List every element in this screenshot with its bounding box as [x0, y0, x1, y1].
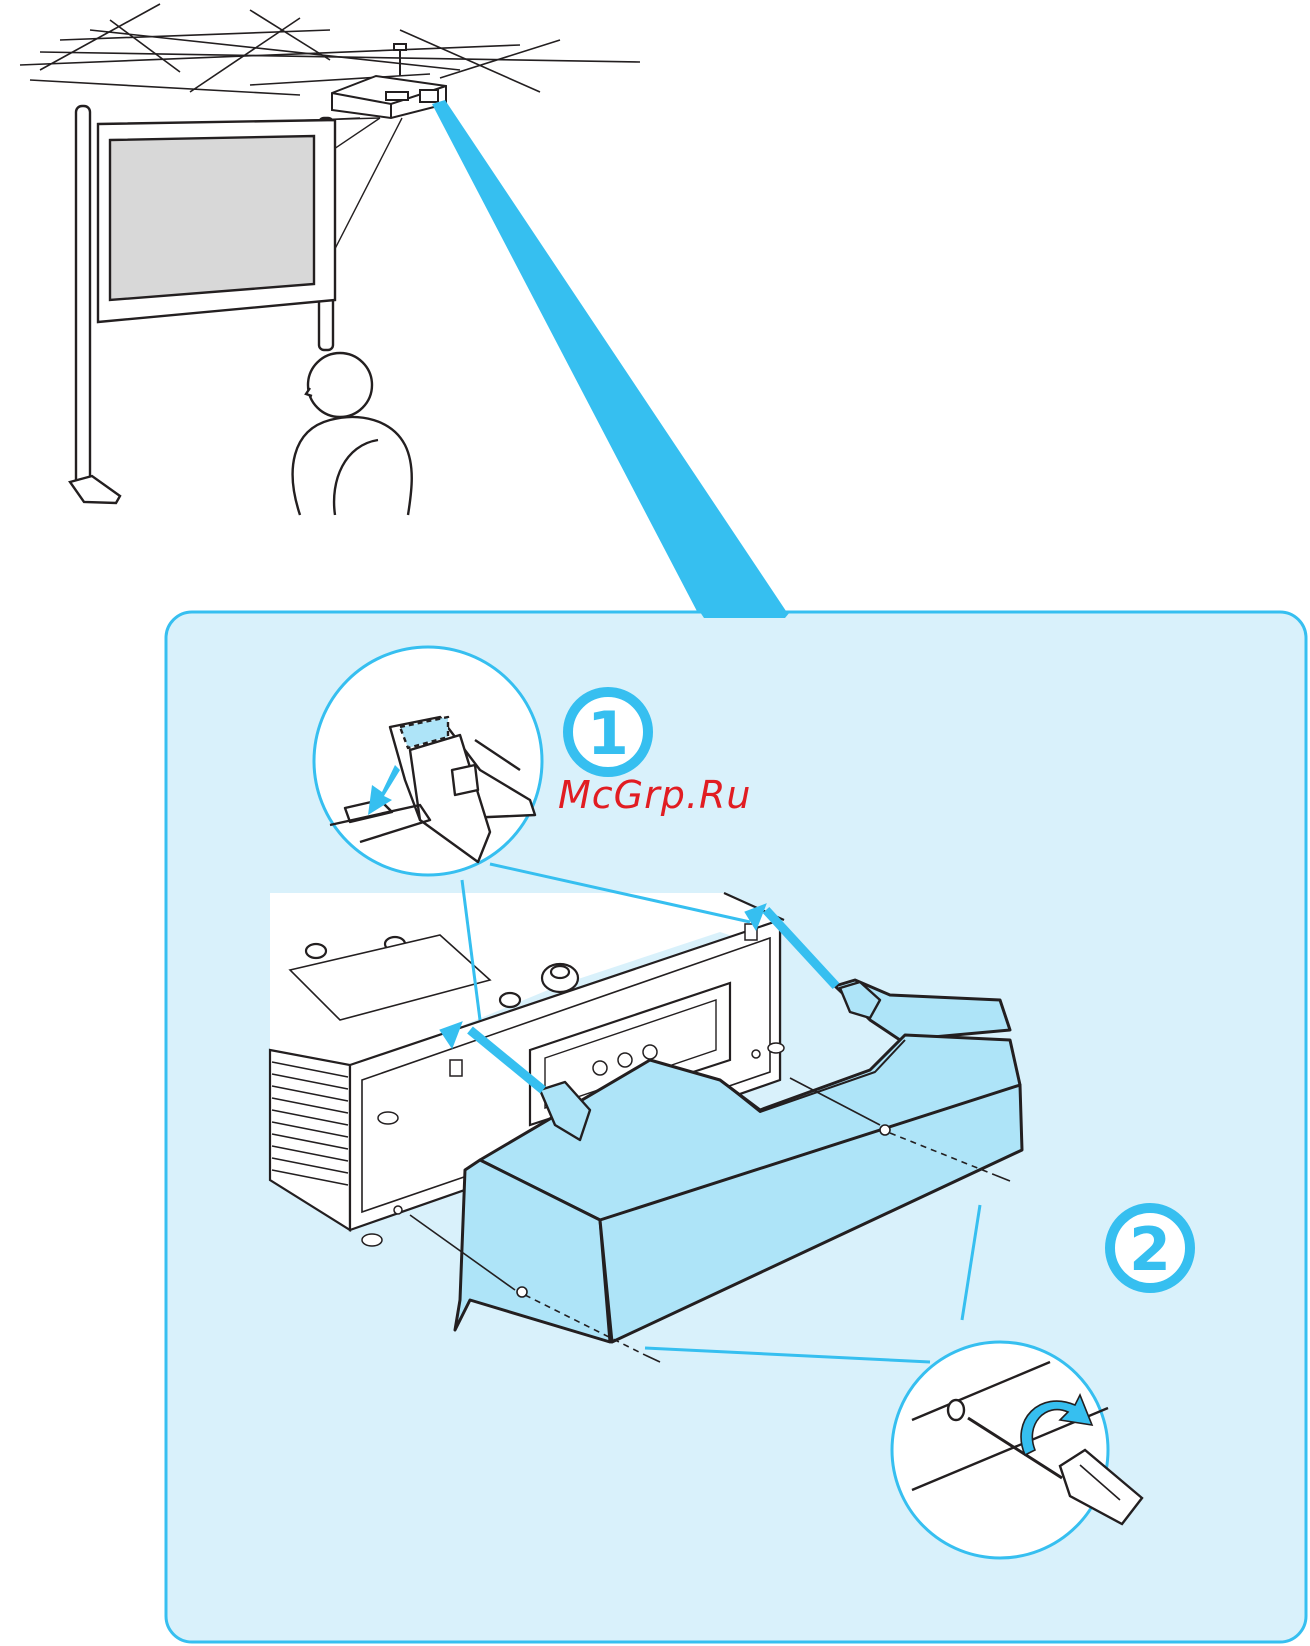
projection-screen — [70, 106, 335, 503]
viewer-figure — [293, 353, 412, 515]
step-number-1: 1 — [587, 699, 629, 769]
light-beam-entry — [700, 612, 790, 618]
step-badge-2: 2 — [1110, 1208, 1190, 1288]
ceiling-mount-projector — [332, 44, 446, 118]
ceiling-grid — [20, 4, 640, 95]
light-beam — [432, 100, 790, 617]
detail-circle-hook — [314, 647, 542, 875]
step-number-2: 2 — [1129, 1215, 1171, 1285]
watermark-text: McGrp.Ru — [558, 773, 751, 817]
step-badge-1: 1 — [568, 692, 648, 772]
